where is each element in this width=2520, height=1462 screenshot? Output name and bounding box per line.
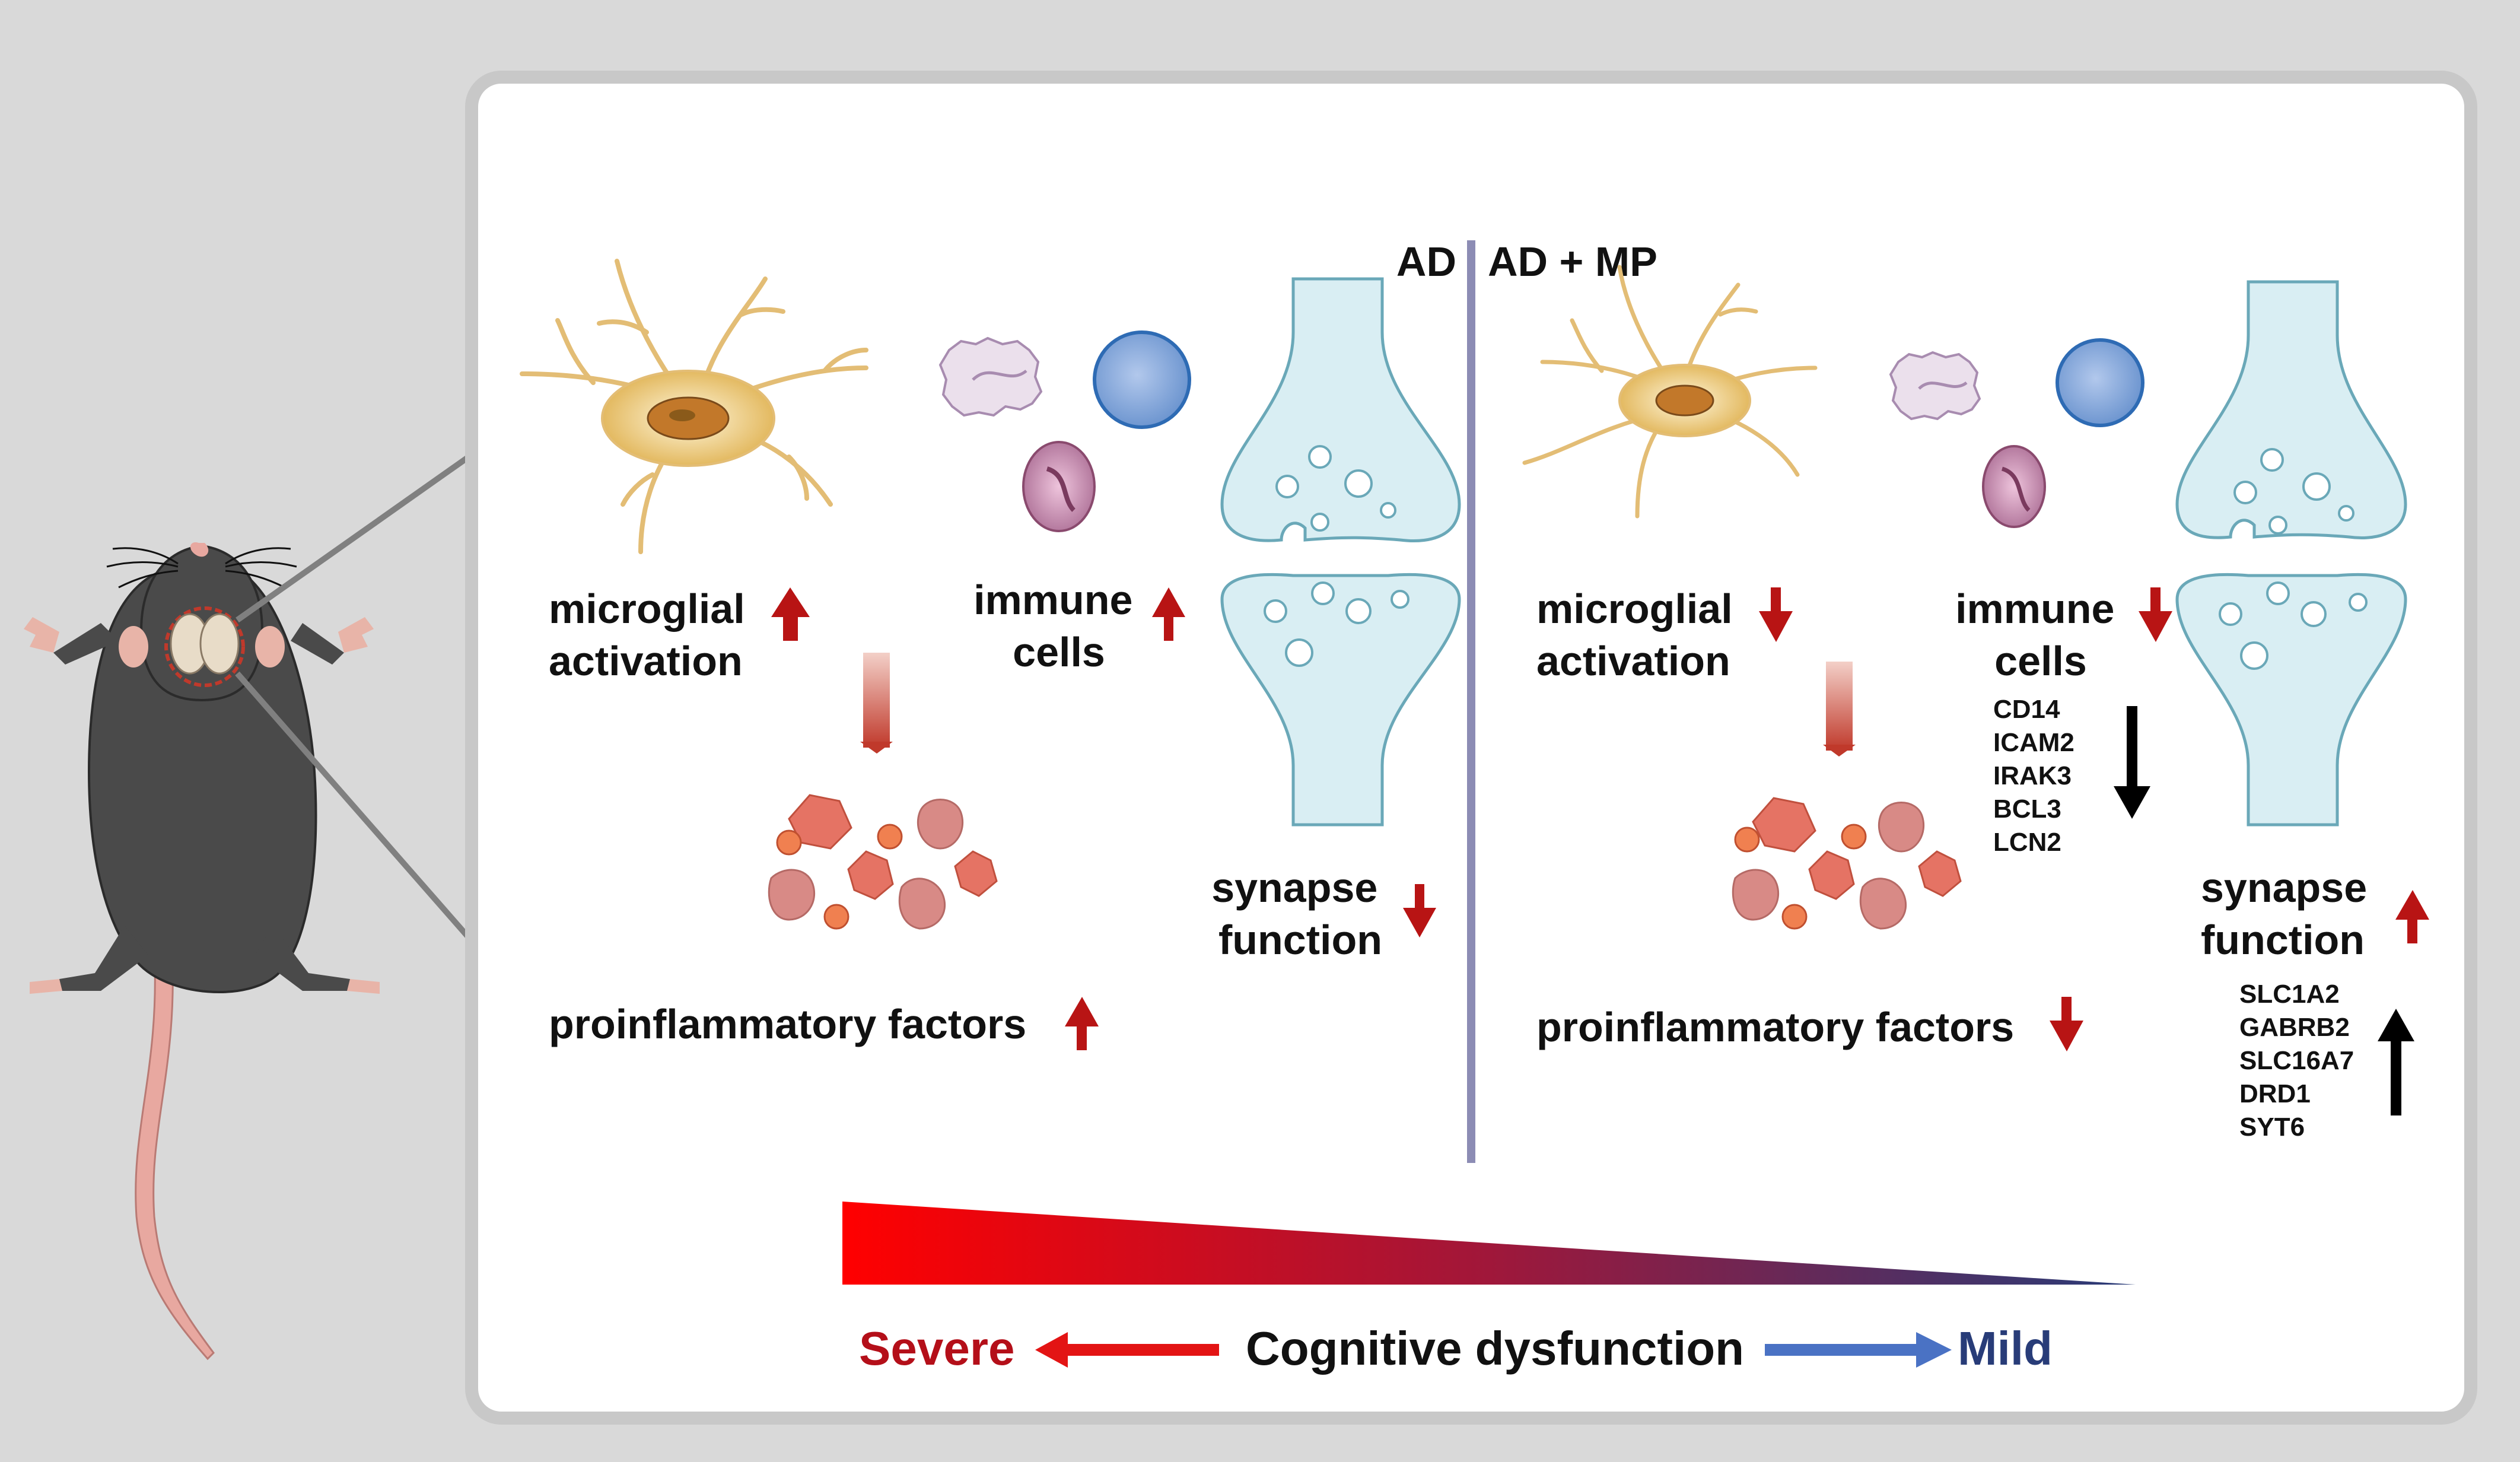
mouse-paw-left-front [24,617,59,653]
down-arrow-synapse-left [1403,884,1436,937]
microglia-nucleus-right [1655,384,1714,417]
mouse-arm-left [53,623,119,665]
arrow-right-blue [1765,1332,1952,1368]
lymphocyte-icon-left [1093,330,1191,429]
mouse-illustration [24,542,380,1361]
mouse-leg-right [255,926,350,991]
synapse-gene: SYT6 [2239,1113,2305,1142]
down-arrow-immune-genes [2114,706,2150,819]
postsynapse-icon-right [2175,573,2407,827]
label-microglial-activation-right: microglial activation [1536,586,1744,684]
proinflammatory-cluster-left [768,794,998,930]
presynapse-icon-left [1220,277,1461,542]
presynapse-icon-right [2175,280,2407,539]
mouse-ear-left [119,626,148,668]
legend-mild: Mild [1958,1322,2053,1375]
legend-severe: Severe [859,1322,1014,1375]
immune-gene: ICAM2 [1993,728,2074,757]
label-microglial-activation-left: microglial activation [549,586,756,684]
synapse-gene: SLC1A2 [2239,980,2340,1009]
label-immune-cells-left: immune cells [973,577,1144,675]
synapse-gene: DRD1 [2239,1079,2311,1108]
zoom-line-bottom [235,671,471,940]
arrow-left-red [1035,1332,1219,1368]
immune-gene: IRAK3 [1993,761,2072,790]
up-arrow-synapse-right [2395,890,2429,943]
mouse-leg-left [59,926,148,991]
down-arrow-microglia-right [1759,587,1793,642]
mouse-whiskers [106,547,297,589]
monocyte-icon-right [1982,445,2046,528]
immune-gene-list: CD14 ICAM2 IRAK3 BCL3 LCN2 [1993,695,2082,857]
mouse-tail [135,948,215,1361]
label-proinflammatory-right: proinflammatory factors [1536,1004,2014,1050]
synapse-gene: GABRB2 [2239,1013,2350,1042]
mouse-paw-right-front [338,617,374,653]
down-arrow-immune-right [2139,587,2172,642]
immune-gene: LCN2 [1993,828,2061,857]
label-synapse-function-right: synapse function [2201,865,2379,963]
mouse-nose [190,542,209,557]
header-ad: AD [1396,239,1456,285]
legend-cognitive-dysfunction: Cognitive dysfunction [1246,1322,1744,1375]
severity-gradient-wedge [842,1202,2136,1285]
granulocyte-icon-right [1889,351,1981,421]
mouse-arm-right [291,623,344,665]
mouse-brain-icon [164,606,245,687]
up-arrow-immune-left [1152,587,1185,641]
up-arrow-proinflammatory-left [1065,997,1099,1050]
postsynapse-icon-left [1220,573,1461,827]
synapse-gene-list: SLC1A2 GABRB2 SLC16A7 DRD1 SYT6 [2239,980,2361,1142]
up-arrow-synapse-genes [2378,1009,2414,1115]
label-synapse-function-left: synapse function [1211,865,1389,963]
mouse-body [87,568,317,993]
mouse-foot-left [30,979,62,994]
immune-gene: CD14 [1993,695,2060,724]
header-ad-mp: AD + MP [1488,239,1657,285]
proinflammatory-cluster-right [1732,797,1962,930]
synapse-gene: SLC16A7 [2239,1046,2354,1075]
mouse-foot-right [347,979,380,994]
label-proinflammatory-left: proinflammatory factors [549,1001,1026,1047]
zoom-line-top [236,454,470,623]
label-immune-cells-right: immune cells [1955,586,2126,684]
lymphocyte-icon-right [2056,338,2144,427]
granulocyte-icon-left [938,336,1043,417]
flow-arrow-left [863,653,890,748]
flow-arrow-right [1826,662,1853,751]
immune-gene: BCL3 [1993,794,2061,824]
up-arrow-microglia-left [771,587,810,641]
monocyte-icon-left [1022,441,1096,532]
mouse-ear-right [255,626,285,668]
down-arrow-proinflammatory-right [2050,997,2083,1051]
